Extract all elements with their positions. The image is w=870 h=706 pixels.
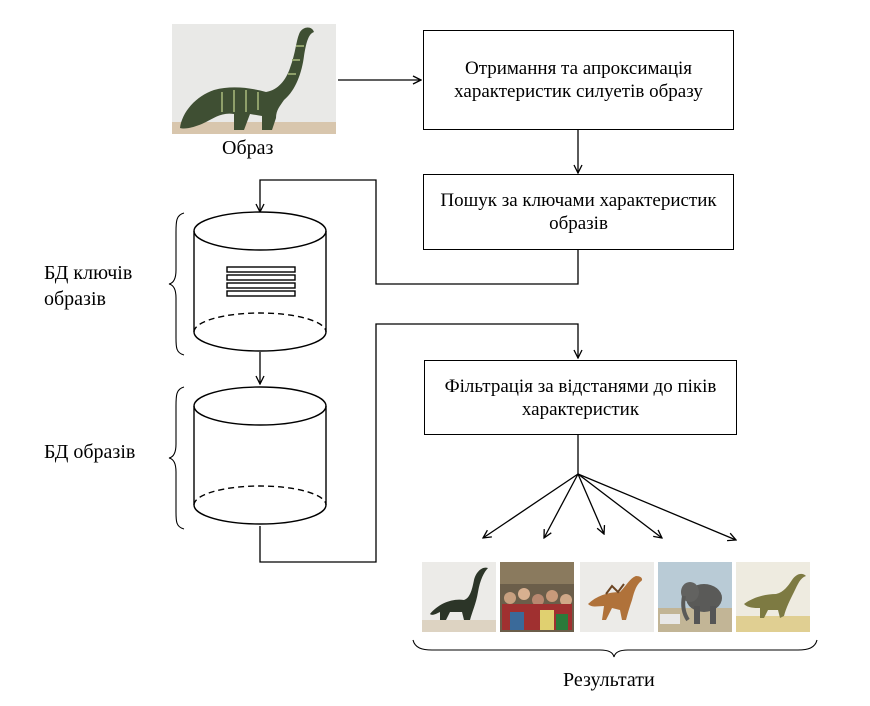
db-keys-brace [168,212,185,356]
db-keys-cylinder [193,211,327,352]
arrow-search-to-db-keys [260,179,579,285]
filtering-box: Фільтрація за відстанями до піків характ… [424,360,737,435]
result-thumb-elephant [658,562,732,632]
approximation-box: Отримання та апроксимація характеристик … [423,30,734,130]
dinosaur-icon [180,27,314,130]
db-images-brace [168,386,185,530]
results-brace [412,639,818,658]
db-keys-label: БД ключів образів [44,262,133,310]
result-arrows [483,434,736,540]
query-image-label: Образ [222,137,274,159]
query-image [172,24,336,134]
result-thumb-dinosaur-1 [422,562,496,632]
results-label: Результати [563,669,655,691]
result-thumb-crowd [500,562,574,632]
arrow-db-images-to-filtering [259,323,578,563]
db-images-label: БД образів [44,441,136,463]
key-search-box: Пошук за ключами характеристик образів [423,174,734,250]
db-images-cylinder [193,386,327,525]
result-thumb-dinosaur-3 [736,562,810,632]
result-thumb-dinosaur-2 [580,562,654,632]
key-records-icon [226,266,296,297]
